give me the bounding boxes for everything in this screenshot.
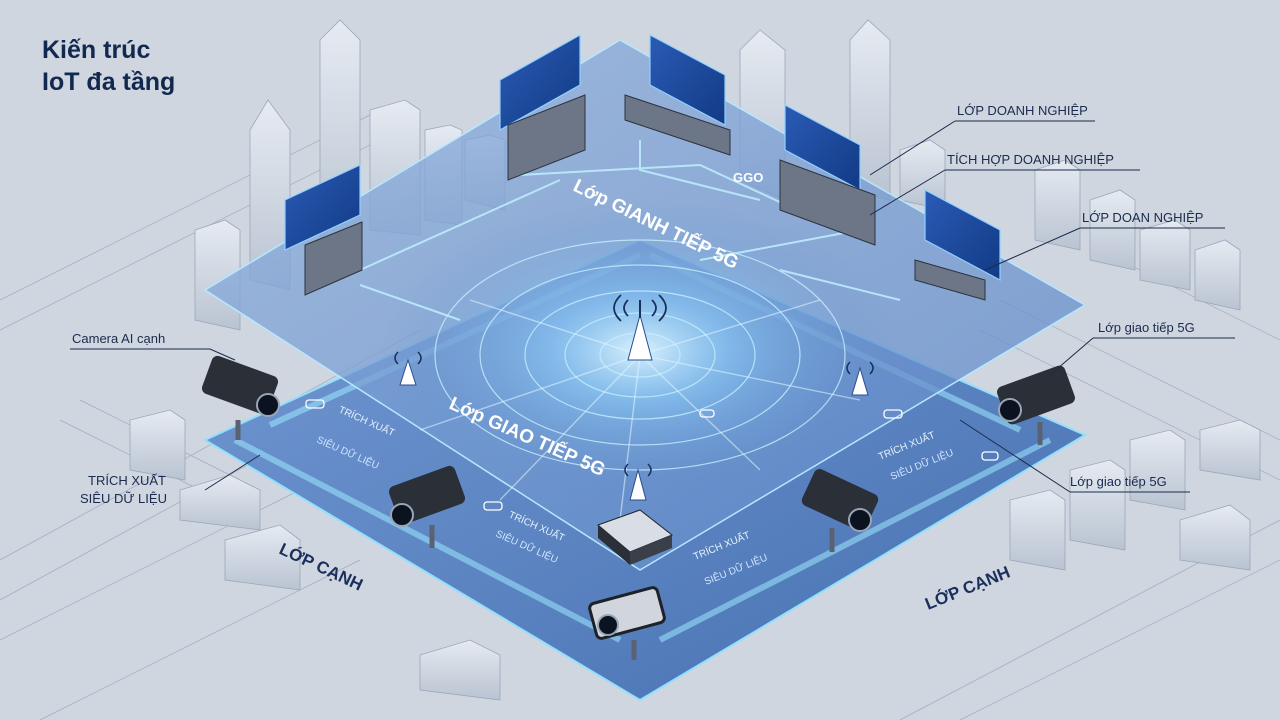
security-camera-icon [201,355,1075,660]
5g-tower-icon-left [394,351,422,386]
camera-left [201,355,280,440]
camera-mid-right [801,469,879,552]
data-flow-lines [359,140,901,321]
callout-5g-right-top: Lớp giao tiếp 5G [1098,320,1195,335]
title-line-1: Kiến trúc [42,36,151,64]
page-title: Kiến trúc IoT đa tầng [42,34,175,98]
callout-metadata-line2: SIÊU DỮ LIỆU [80,491,167,506]
5g-tower-icon-bottom [624,463,652,501]
camera-bottom [588,586,666,660]
signal-rays [419,299,861,521]
camera-mid-left [388,465,466,548]
signal-rings [434,239,846,471]
car-icon [305,399,999,511]
ggo-label: GGO [733,170,763,185]
callout-5g-right-bottom: Lớp giao tiếp 5G [1070,474,1167,489]
callout-enterprise-1: LỚP DOANH NGHIỆP [957,103,1088,118]
callout-lines [70,120,1235,493]
dashboard-screen-icon [284,33,1001,281]
callout-enterprise-2: LỚP DOAN NGHIỆP [1082,210,1203,225]
5g-tower-icon [613,294,667,361]
title-line-2: IoT đa tầng [42,68,176,96]
camera-right [997,365,1075,445]
5g-tower-icon-right [846,361,874,396]
edge-layer-label-right: LỚP CẠNH [922,562,1012,613]
server-rack-icon [304,94,986,301]
edge-gateway-icon [597,509,673,565]
callout-enterprise-integration: TÍCH HỢP DOANH NGHIỆP [947,152,1114,167]
callout-camera-ai-edge: Camera AI cạnh [72,331,165,346]
callout-metadata-line1: TRÍCH XUẤT [88,473,166,488]
